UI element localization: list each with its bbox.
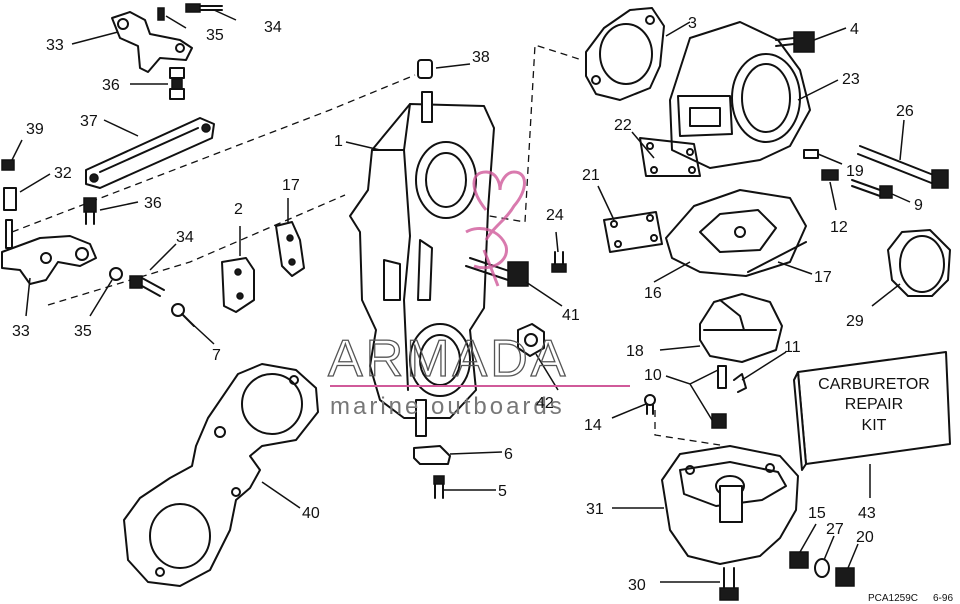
callout-10: 10: [644, 367, 662, 384]
float-18: [699, 293, 783, 363]
leader-lines: [11, 9, 911, 583]
callout-35-lower: 35: [74, 323, 92, 340]
callout-34-lower: 34: [176, 229, 194, 246]
pin-17: [747, 241, 807, 273]
screw-26: [857, 145, 949, 189]
screw-19: [803, 149, 819, 159]
washer-35-lower: [109, 267, 123, 281]
kit-label-line3: KIT: [862, 417, 887, 434]
plug-38: [417, 59, 433, 79]
screw-9: [851, 179, 893, 199]
callout-24: 24: [546, 207, 564, 224]
callout-32: 32: [54, 165, 72, 182]
clip-6: [413, 445, 451, 465]
callout-17: 17: [814, 269, 832, 286]
plug-15: [789, 551, 809, 569]
drawing-date: 6-96: [933, 593, 953, 604]
callout-42: 42: [536, 395, 554, 412]
kit-label-line2: REPAIR: [845, 396, 903, 413]
callout-31: 31: [586, 501, 604, 518]
float-needle-10: [711, 365, 727, 429]
callout-41: 41: [562, 307, 580, 324]
small-parts-39-32-36: [1, 159, 97, 225]
screw-30: [719, 567, 739, 601]
screw-34-lower: [129, 275, 165, 297]
kit-label-line1: CARBURETOR: [818, 376, 930, 393]
screw-5: [433, 475, 445, 499]
gasket-23: [639, 137, 701, 177]
throttle-lever-lower: [1, 219, 97, 285]
screw-14: [644, 394, 656, 415]
callout-21: 23: [842, 71, 860, 88]
watermark-logo: [465, 170, 526, 287]
spring-12: [821, 169, 839, 181]
repair-kit-box-43: CARBURETOR REPAIR KIT: [793, 351, 951, 471]
watermark-brand: ARMADA: [328, 330, 568, 388]
callout-8: 17: [282, 177, 300, 194]
callout-11: 11: [784, 339, 801, 356]
callout-34-upper: 34: [264, 19, 282, 36]
callout-19: 19: [846, 163, 864, 180]
callout-33-upper: 33: [46, 37, 64, 54]
callout-30: 30: [628, 577, 646, 594]
screw-24: [551, 251, 567, 273]
callout-36-upper: 36: [102, 77, 120, 94]
plate-8: [275, 221, 305, 277]
callout-38: 38: [472, 49, 490, 66]
callout-26: 26: [896, 103, 914, 120]
callout-6: 6: [504, 446, 513, 463]
gasket-27: [814, 558, 830, 578]
callout-1: 1: [334, 133, 343, 150]
nut-42: [517, 323, 545, 357]
callout-numbers: 33 35 34 36 37 39 32 36 34 2 17 33 35 7 …: [12, 15, 923, 594]
watermark: ARMADA marine outboards: [327, 170, 630, 420]
plate-2: [221, 257, 255, 313]
callout-3: 3: [688, 15, 697, 32]
callout-5: 5: [498, 483, 507, 500]
screw-4: [775, 31, 815, 53]
callout-37: 37: [80, 113, 98, 130]
callout-39: 39: [26, 121, 44, 138]
callout-4: 4: [850, 21, 859, 38]
throttle-lever-upper: [111, 3, 223, 73]
callout-29: 29: [846, 313, 864, 330]
gasket-40: [123, 363, 319, 587]
callout-18: 18: [626, 343, 644, 360]
float-bowl-31: [661, 445, 799, 565]
callout-9: 9: [914, 197, 923, 214]
callout-14: 14: [584, 417, 602, 434]
callout-2: 2: [234, 201, 243, 218]
callout-35-upper: 35: [206, 27, 224, 44]
callout-16: 16: [644, 285, 662, 302]
gasket-22: [603, 211, 663, 253]
callout-7: 7: [212, 347, 221, 364]
link-rod-37: [85, 117, 215, 189]
callout-36-lower: 36: [144, 195, 162, 212]
callout-22: 21: [582, 167, 600, 184]
link-stud-36-upper: [169, 67, 185, 100]
drawing-code: PCA1259C: [868, 593, 918, 604]
callout-27: 27: [826, 521, 844, 538]
callout-15: 15: [808, 505, 826, 522]
callout-40: 40: [302, 505, 320, 522]
callout-23: 22: [614, 117, 632, 134]
watermark-tagline: marine outboards: [330, 393, 565, 420]
plug-20: [835, 567, 855, 587]
callout-20: 20: [856, 529, 874, 546]
gasket-3: [585, 7, 665, 101]
callout-43: 43: [858, 505, 876, 522]
carburetor-body-1: [349, 91, 495, 437]
callout-33-lower: 33: [12, 323, 30, 340]
clip-11: [733, 373, 747, 393]
callout-12: 12: [830, 219, 848, 236]
